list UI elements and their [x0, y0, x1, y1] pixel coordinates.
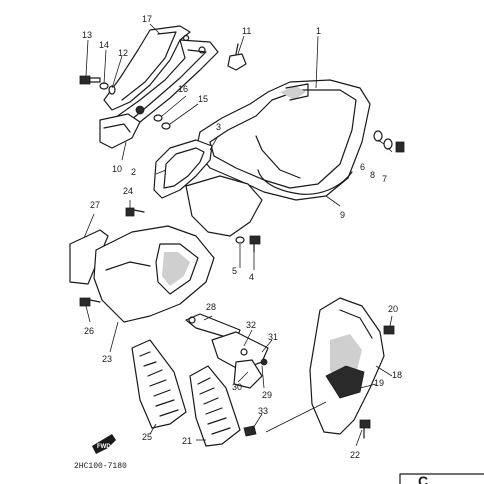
callout-30: 30: [232, 382, 242, 392]
callout-1: 1: [316, 26, 321, 36]
callout-labels: 1 2 3 4 5 6 7 8 9 10 11 12 13 14 15 16 1…: [82, 14, 402, 460]
callout-9: 9: [340, 210, 345, 220]
part-30-29-fasteners: [233, 358, 268, 389]
callout-33: 33: [258, 406, 268, 416]
fwd-label: FWD: [97, 444, 111, 450]
bolt-26: [79, 297, 101, 307]
grommet-12: [108, 85, 116, 95]
part-21-guard: [189, 365, 241, 447]
washer-33: [243, 425, 257, 437]
callout-10: 10: [112, 164, 122, 174]
callout-23: 23: [102, 354, 112, 364]
part-18-side-cover: [309, 297, 385, 435]
callout-28: 28: [206, 302, 216, 312]
washer-5: [235, 236, 245, 244]
corner-mark: C: [418, 473, 428, 484]
callout-4: 4: [249, 272, 254, 282]
callout-2: 2: [131, 167, 136, 177]
part-1-side-cover: [195, 79, 371, 201]
bolt-22: [359, 419, 371, 439]
callout-3: 3: [216, 122, 221, 132]
part-lower-cover: [185, 175, 263, 237]
bolt-13: [79, 75, 101, 85]
callout-17: 17: [142, 14, 152, 24]
callout-14: 14: [99, 40, 109, 50]
callout-7: 7: [382, 174, 387, 184]
callout-27: 27: [90, 200, 100, 210]
part-25-guard: [131, 339, 187, 429]
catalog-code: 2HC100-7180: [74, 462, 127, 471]
part-15: [161, 122, 171, 130]
callout-16: 16: [178, 84, 188, 94]
callout-29: 29: [262, 390, 272, 400]
bolt-20: [383, 325, 395, 335]
part-16: [153, 114, 163, 122]
callout-31: 31: [268, 332, 278, 342]
callout-13: 13: [82, 30, 92, 40]
part-9-trim: [257, 169, 353, 195]
washer-8: [383, 138, 393, 150]
leader-lines: [83, 23, 393, 447]
callout-24: 24: [123, 186, 133, 196]
callout-5: 5: [232, 266, 237, 276]
callout-26: 26: [84, 326, 94, 336]
callout-20: 20: [388, 304, 398, 314]
washer-6: [373, 130, 383, 142]
callout-6: 6: [360, 162, 365, 172]
callout-22: 22: [350, 450, 360, 460]
callout-21: 21: [182, 436, 192, 446]
bolt-7: [395, 141, 405, 153]
part-2-frame: [153, 139, 213, 199]
callout-25: 25: [142, 432, 152, 442]
callout-11: 11: [242, 26, 251, 36]
callout-32: 32: [246, 320, 256, 330]
callout-19: 19: [374, 378, 384, 388]
part-11-cap: [227, 43, 247, 71]
callout-12: 12: [118, 48, 128, 58]
bolt-4: [249, 235, 261, 253]
callout-15: 15: [198, 94, 208, 104]
bolt-24: [125, 207, 145, 217]
fwd-arrow-icon: FWD: [92, 434, 116, 454]
callout-8: 8: [370, 170, 375, 180]
part-23-shroud: [93, 225, 215, 323]
callout-18: 18: [392, 370, 402, 380]
corner-box: C: [399, 473, 484, 484]
part-10-bracket: [99, 105, 145, 149]
